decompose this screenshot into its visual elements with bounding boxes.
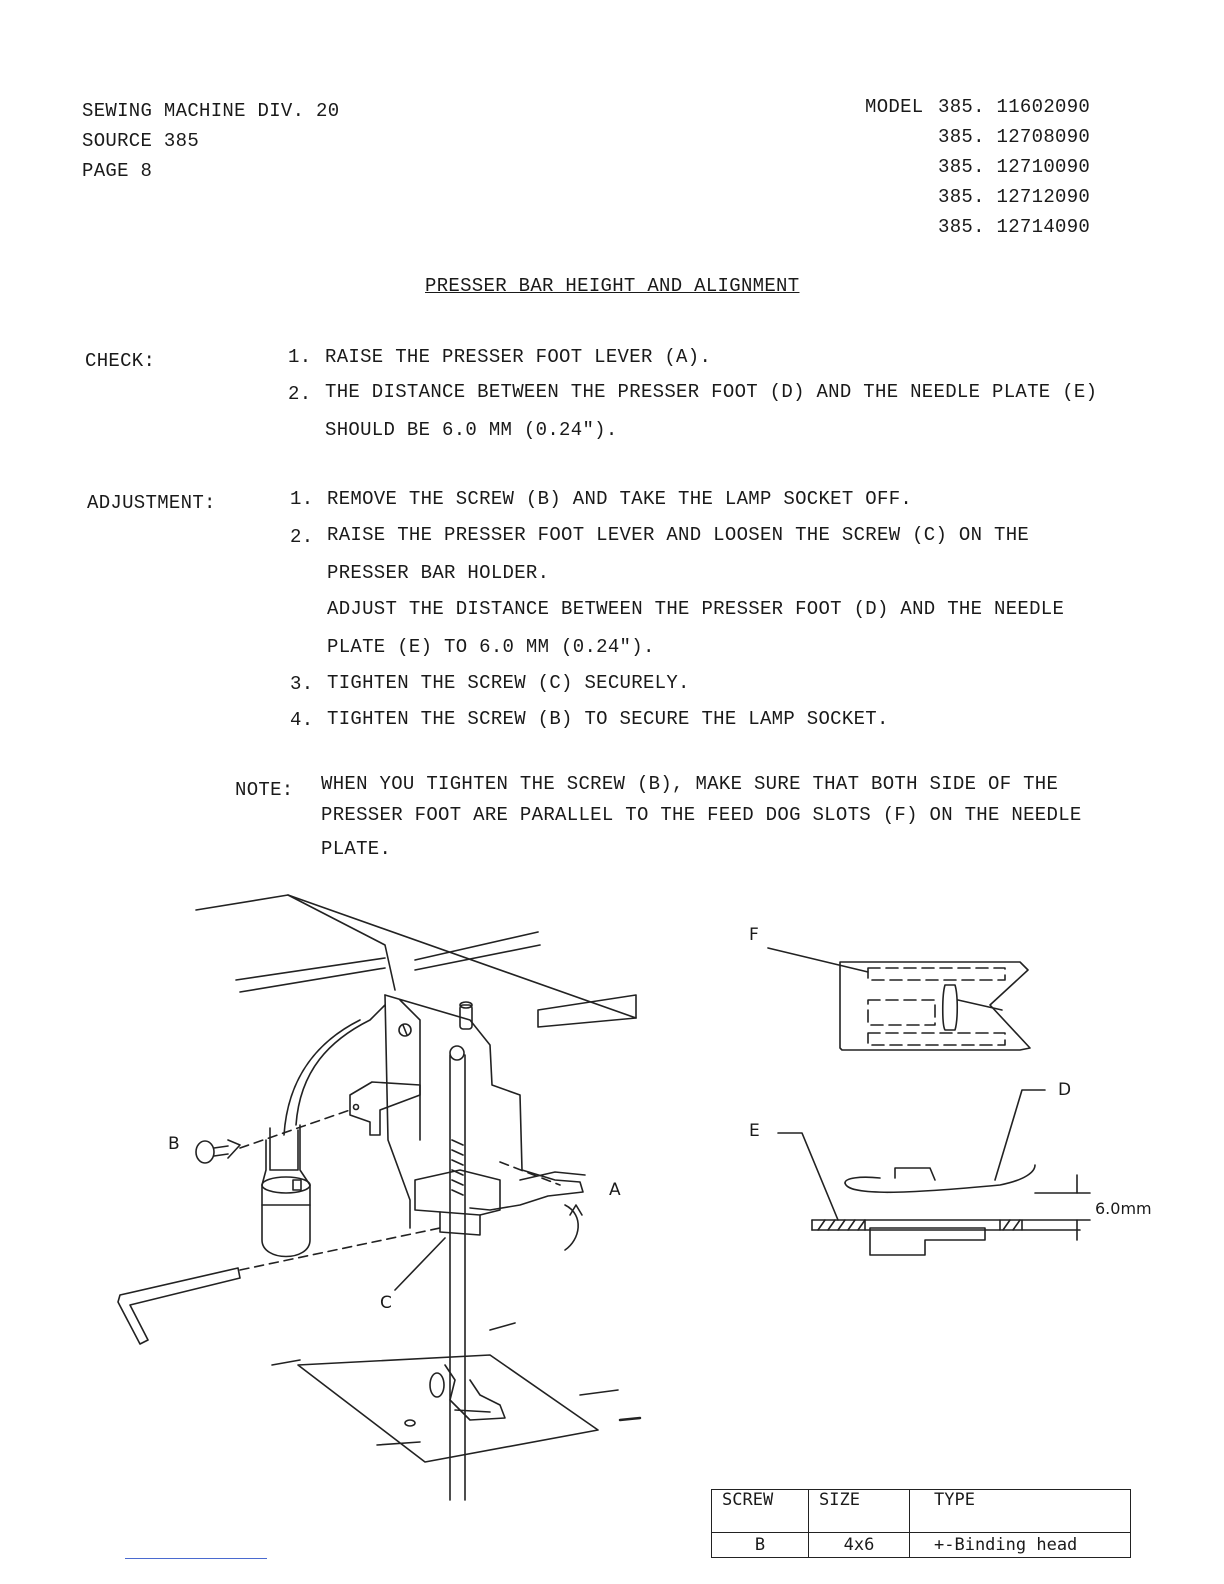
- label-d: D: [1058, 1080, 1072, 1100]
- column-header-screw: SCREW: [711, 1489, 809, 1533]
- check-label: CHECK:: [85, 350, 156, 372]
- column-header-size: SIZE: [808, 1489, 910, 1533]
- adjustment-step-text: REMOVE THE SCREW (B) AND TAKE THE LAMP S…: [327, 488, 913, 510]
- adjustment-step-text: ADJUST THE DISTANCE BETWEEN THE PRESSER …: [327, 598, 1065, 620]
- model-number: 385. 11602090: [938, 96, 1091, 118]
- screw-cell: B: [711, 1532, 809, 1558]
- check-step-text: SHOULD BE 6.0 MM (0.24").: [325, 419, 618, 441]
- machine-head-drawing: [117, 894, 642, 1501]
- adjustment-step-num: 3.: [290, 673, 314, 695]
- check-step-text: THE DISTANCE BETWEEN THE PRESSER FOOT (D…: [325, 381, 1098, 403]
- adjustment-step-text: TIGHTEN THE SCREW (B) TO SECURE THE LAMP…: [327, 708, 889, 730]
- label-f: F: [749, 925, 759, 945]
- label-a: A: [609, 1180, 621, 1200]
- column-header-type: TYPE: [909, 1489, 1131, 1533]
- label-c: C: [380, 1293, 392, 1313]
- header-page: PAGE 8: [82, 160, 153, 182]
- model-number: 385. 12708090: [938, 126, 1091, 148]
- screw-table: SCREW SIZE TYPE B 4x6 +-Binding head: [711, 1489, 1131, 1558]
- note-text: PRESSER FOOT ARE PARALLEL TO THE FEED DO…: [321, 804, 1082, 826]
- label-e: E: [749, 1121, 760, 1141]
- note-text: WHEN YOU TIGHTEN THE SCREW (B), MAKE SUR…: [321, 773, 1059, 795]
- header-division: SEWING MACHINE DIV. 20: [82, 100, 340, 122]
- adjustment-step-num: 2.: [290, 526, 314, 548]
- check-step-num: 2.: [288, 383, 312, 405]
- model-number: 385. 12712090: [938, 186, 1091, 208]
- model-label: MODEL: [865, 96, 924, 118]
- model-number: 385. 12714090: [938, 216, 1091, 238]
- adjustment-label: ADJUSTMENT:: [87, 492, 216, 514]
- model-list: 385. 11602090 385. 12708090 385. 1271009…: [938, 92, 1090, 242]
- note-label: NOTE:: [235, 779, 294, 801]
- screw-table-header: SCREW SIZE TYPE: [711, 1489, 1131, 1533]
- adjustment-step-text: PLATE (E) TO 6.0 MM (0.24").: [327, 636, 655, 658]
- dimension-label: 6.0mm: [1095, 1199, 1152, 1218]
- check-step-text: RAISE THE PRESSER FOOT LEVER (A).: [325, 346, 712, 368]
- note-text: PLATE.: [321, 838, 392, 860]
- header-source: SOURCE 385: [82, 130, 200, 152]
- model-number: 385. 12710090: [938, 156, 1091, 178]
- adjustment-step-num: 1.: [290, 488, 314, 510]
- page-title: PRESSER BAR HEIGHT AND ALIGNMENT: [425, 275, 800, 297]
- table-row: B 4x6 +-Binding head: [711, 1532, 1131, 1558]
- adjustment-step-text: RAISE THE PRESSER FOOT LEVER AND LOOSEN …: [327, 524, 1030, 546]
- type-cell: +-Binding head: [909, 1532, 1131, 1558]
- adjustment-step-text: PRESSER BAR HOLDER.: [327, 562, 550, 584]
- check-step-num: 1.: [288, 346, 312, 368]
- header-left: SEWING MACHINE DIV. 20 SOURCE 385 PAGE 8: [82, 96, 339, 186]
- adjustment-step-text: TIGHTEN THE SCREW (C) SECURELY.: [327, 672, 690, 694]
- size-cell: 4x6: [808, 1532, 910, 1558]
- bottom-rule: [125, 1558, 267, 1559]
- adjustment-step-num: 4.: [290, 709, 314, 731]
- label-b: B: [168, 1134, 180, 1154]
- needle-plate-top-view: [767, 947, 1031, 1051]
- presser-foot-side-view: [777, 1089, 1091, 1256]
